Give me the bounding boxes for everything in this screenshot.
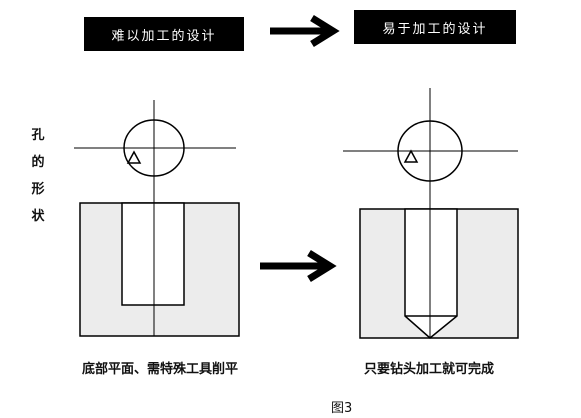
hard-to-machine-text: 难以加工的设计 bbox=[111, 28, 217, 44]
left-section-view bbox=[79, 200, 240, 337]
easy-to-machine-text: 易于加工的设计 bbox=[382, 21, 488, 37]
right-top-view bbox=[343, 88, 518, 209]
hole-shape-char-4: 状 bbox=[31, 209, 45, 224]
easy-to-machine-label: 易于加工的设计 bbox=[354, 10, 516, 44]
left-hole-circle bbox=[123, 119, 185, 177]
hard-to-machine-label: 难以加工的设计 bbox=[84, 17, 244, 51]
left-caption: 底部平面、需特殊工具削平 bbox=[82, 362, 239, 377]
middle-arrow bbox=[260, 250, 337, 282]
top-arrow bbox=[270, 15, 340, 47]
left-flat-bottom-hole bbox=[121, 202, 185, 306]
right-section-view bbox=[359, 208, 519, 339]
right-drill-point-hole bbox=[404, 208, 458, 339]
hole-shape-label: 孔 的 形 状 bbox=[30, 122, 46, 230]
figure-label: 图3 bbox=[331, 401, 353, 416]
right-hole-circle bbox=[397, 120, 463, 182]
hole-shape-char-1: 孔 bbox=[31, 128, 45, 143]
hole-shape-char-3: 形 bbox=[31, 182, 45, 197]
hole-shape-char-2: 的 bbox=[31, 155, 45, 170]
left-tip-triangle bbox=[126, 150, 142, 164]
left-top-view bbox=[74, 100, 236, 200]
right-tip-triangle bbox=[403, 149, 419, 163]
right-caption: 只要钻头加工就可完成 bbox=[364, 362, 495, 377]
